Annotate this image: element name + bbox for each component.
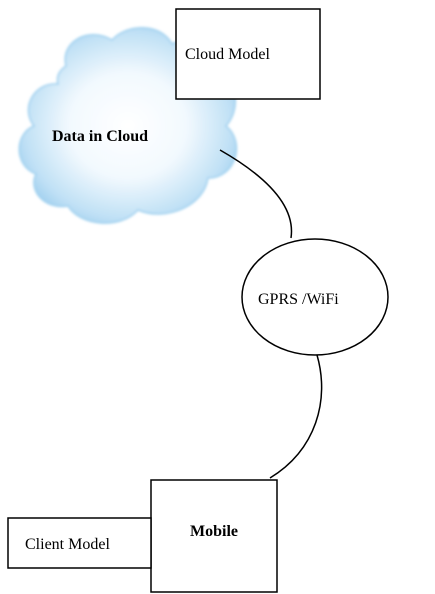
cloud-model-label: Cloud Model	[185, 46, 270, 63]
client-model-label: Client Model	[25, 536, 110, 553]
network-ellipse	[241, 238, 389, 356]
network-to-mobile-link	[269, 354, 323, 479]
data-cloud-label: Data in Cloud	[52, 128, 148, 145]
cloud-to-network-link	[219, 149, 293, 239]
network-label: GPRS /WiFi	[258, 291, 339, 308]
mobile-label: Mobile	[190, 523, 238, 540]
client-model-box	[7, 517, 152, 569]
cloud-model-box	[175, 8, 321, 100]
mobile-box	[150, 479, 278, 593]
